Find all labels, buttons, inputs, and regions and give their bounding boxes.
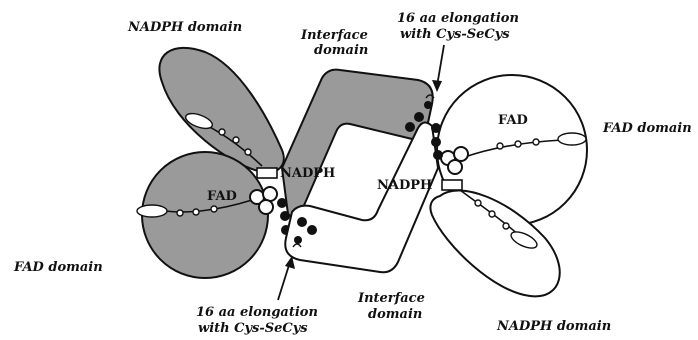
subunit-a-cys-dot <box>424 101 432 109</box>
subunit-b-cys-dot <box>431 137 441 147</box>
label-elongation-bottom-2: with Cys-SeCys <box>198 321 308 336</box>
label-nadph-domain-bottom: NADPH domain <box>496 319 611 334</box>
label-nadph-center-right: NADPH <box>377 178 432 193</box>
subunit-a-fad-bead <box>193 209 199 215</box>
subunit-a-cys-dot <box>277 198 287 208</box>
subunit-b-fad-ellipse <box>558 133 586 145</box>
subunit-b-nadph-bead <box>475 200 481 206</box>
subunit-b-cys-dot <box>433 150 443 160</box>
subunit-a-nadph-bead <box>233 137 239 143</box>
subunit-a-cys-dot <box>280 211 290 221</box>
arrow-top-elongation <box>437 45 444 86</box>
label-interface-domain-bottom-2: domain <box>368 307 422 322</box>
subunit-a-cys-dot <box>405 122 415 132</box>
subunit-b-cys-dot <box>307 225 317 235</box>
subunit-b-active-site-ring <box>448 160 462 174</box>
label-interface-domain-bottom: Interface <box>357 291 425 306</box>
subunit-b-active-site-ring <box>454 147 468 161</box>
label-fad-domain-right: FAD domain <box>602 121 692 136</box>
subunit-b-fad-bead <box>533 139 539 145</box>
label-fad-right: FAD <box>498 113 528 128</box>
subunit-b-nadph-bead <box>503 223 509 229</box>
subunit-a-nadph-bead <box>219 129 225 135</box>
subunit-b-cys-dot <box>297 217 307 227</box>
subunit-a-nadph-box <box>257 168 277 178</box>
label-interface-domain-top: Interface <box>300 28 368 43</box>
arrow-bottom-elongation <box>278 262 290 300</box>
labels: NADPH domain Interface domain 16 aa elon… <box>13 11 692 336</box>
label-interface-domain-top-2: domain <box>314 43 368 58</box>
subunit-b-nadph-bead <box>489 211 495 217</box>
label-elongation-top: 16 aa elongation <box>397 11 519 26</box>
label-elongation-bottom: 16 aa elongation <box>196 305 318 320</box>
label-fad-domain-left: FAD domain <box>13 260 103 275</box>
subunit-a-nadph-bead <box>245 149 251 155</box>
label-nadph-domain-top: NADPH domain <box>127 20 242 35</box>
arrow-top-elongation-head <box>432 80 442 92</box>
subunit-a-fad-bead <box>211 206 217 212</box>
subunit-b-cys-dot <box>294 236 302 244</box>
subunit-a-active-site-ring <box>259 200 273 214</box>
subunit-b-fad-bead <box>497 143 503 149</box>
subunit-a-fad-bead <box>177 210 183 216</box>
subunit-b-fad-bead <box>515 141 521 147</box>
label-elongation-top-2: with Cys-SeCys <box>400 27 510 42</box>
label-nadph-center-left: NADPH <box>280 166 335 181</box>
subunit-a-fad-ellipse <box>137 205 167 217</box>
subunit-b-nadph-box <box>442 180 462 190</box>
subunit-b-cys-dot <box>431 123 441 133</box>
subunit-a-cys-dot <box>414 112 424 122</box>
subunit-a-active-site-ring <box>263 187 277 201</box>
label-fad-left: FAD <box>207 189 237 204</box>
